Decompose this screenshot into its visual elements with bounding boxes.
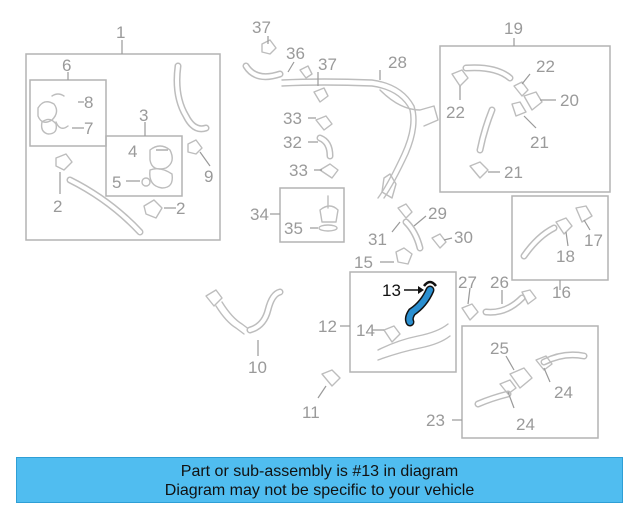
callout-25: 25 <box>490 339 509 358</box>
callout-10: 10 <box>248 358 267 377</box>
upper-hoses-group: 37 36 37 28 33 32 33 <box>242 18 439 199</box>
assembly-1-group: 1 6 8 7 3 4 5 2 2 9 <box>25 23 221 241</box>
parts-10-11-group: 10 11 <box>205 288 341 422</box>
banner-line-1: Part or sub-assembly is #13 in diagram <box>180 463 459 480</box>
callout-24-bottom: 24 <box>516 415 535 434</box>
callout-29: 29 <box>428 204 447 223</box>
assembly-16-group: 18 17 16 <box>511 195 609 302</box>
callout-16: 16 <box>552 283 571 302</box>
callout-31: 31 <box>368 230 387 249</box>
callout-22-left: 22 <box>446 103 465 122</box>
highlighted-part-13[interactable]: 13 <box>382 280 437 327</box>
callout-30: 30 <box>454 228 473 247</box>
callout-18: 18 <box>556 247 575 266</box>
callout-2-right: 2 <box>176 199 185 218</box>
callout-21-lower: 21 <box>504 163 523 182</box>
callout-21-upper: 21 <box>530 133 549 152</box>
callout-4: 4 <box>128 142 137 161</box>
assembly-23-group: 25 24 24 23 <box>426 325 599 439</box>
part-13-hose[interactable] <box>406 287 433 325</box>
assembly-34-group: 34 35 <box>250 187 345 243</box>
callout-13: 13 <box>382 281 401 300</box>
callout-37-top: 37 <box>252 18 271 37</box>
banner-line-2: Diagram may not be specific to your vehi… <box>164 482 475 499</box>
callout-6: 6 <box>62 56 71 75</box>
callout-14: 14 <box>356 321 375 340</box>
callout-5: 5 <box>112 173 121 192</box>
callout-13-arrowhead <box>418 286 424 294</box>
callout-37-middle: 37 <box>318 55 337 74</box>
callout-11: 11 <box>302 403 320 422</box>
callout-35: 35 <box>284 219 303 238</box>
assembly-12-group: 12 14 13 <box>318 271 457 373</box>
callout-9: 9 <box>204 167 213 186</box>
callout-22-right: 22 <box>536 57 555 76</box>
callout-19: 19 <box>504 19 523 38</box>
parts-diagram: 1 6 8 7 3 4 5 2 2 9 37 36 37 28 33 <box>25 18 611 439</box>
callout-23: 23 <box>426 411 445 430</box>
callout-27: 27 <box>458 273 477 292</box>
callout-12: 12 <box>318 317 337 336</box>
parts-26-27-group: 27 26 <box>458 273 537 321</box>
callout-2-lower-left: 2 <box>53 197 62 216</box>
callout-3: 3 <box>139 106 148 125</box>
callout-34: 34 <box>250 205 269 224</box>
callout-32: 32 <box>283 133 302 152</box>
callout-8: 8 <box>84 93 93 112</box>
part-info-banner: Part or sub-assembly is #13 in diagram D… <box>16 457 623 503</box>
callout-28: 28 <box>388 53 407 72</box>
middle-connectors-group: 29 31 30 15 <box>354 203 473 272</box>
callout-26: 26 <box>490 273 509 292</box>
callout-24-right: 24 <box>554 383 573 402</box>
callout-36: 36 <box>286 44 305 63</box>
callout-1: 1 <box>116 23 125 42</box>
assembly-19-group: 19 22 22 20 21 21 <box>439 19 611 193</box>
callout-7: 7 <box>84 119 93 138</box>
callout-15: 15 <box>354 253 373 272</box>
callout-33-upper: 33 <box>283 109 302 128</box>
callout-20: 20 <box>560 91 579 110</box>
callout-17: 17 <box>584 231 603 250</box>
callout-33-lower: 33 <box>289 161 308 180</box>
